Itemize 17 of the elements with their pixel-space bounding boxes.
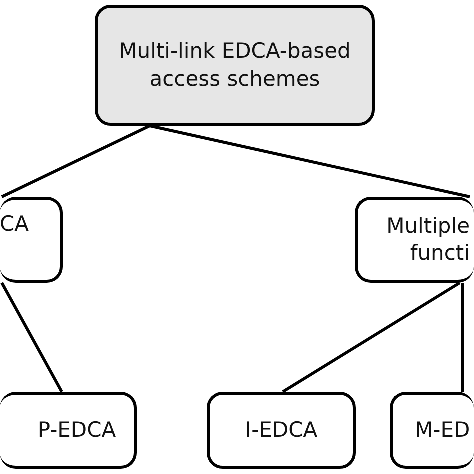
node-label: M-ED xyxy=(415,416,472,444)
scheme-box xyxy=(207,392,356,469)
scheme-box xyxy=(0,197,63,283)
node-label: Multiple functi xyxy=(386,212,470,267)
connector-line xyxy=(150,124,470,198)
scheme-box xyxy=(0,392,137,469)
scheme-box xyxy=(390,392,474,469)
node-label: P-EDCA xyxy=(36,416,118,444)
node-label: CA xyxy=(0,211,30,238)
connector-line xyxy=(1,124,151,198)
connector-line xyxy=(0,282,64,393)
connector-line xyxy=(462,283,464,392)
root-box xyxy=(95,5,375,126)
node-label: Multi-link EDCA-based access schemes xyxy=(118,38,352,92)
scheme-box xyxy=(355,197,474,283)
node-label: I-EDCA xyxy=(244,416,319,444)
connector-line xyxy=(282,282,461,394)
